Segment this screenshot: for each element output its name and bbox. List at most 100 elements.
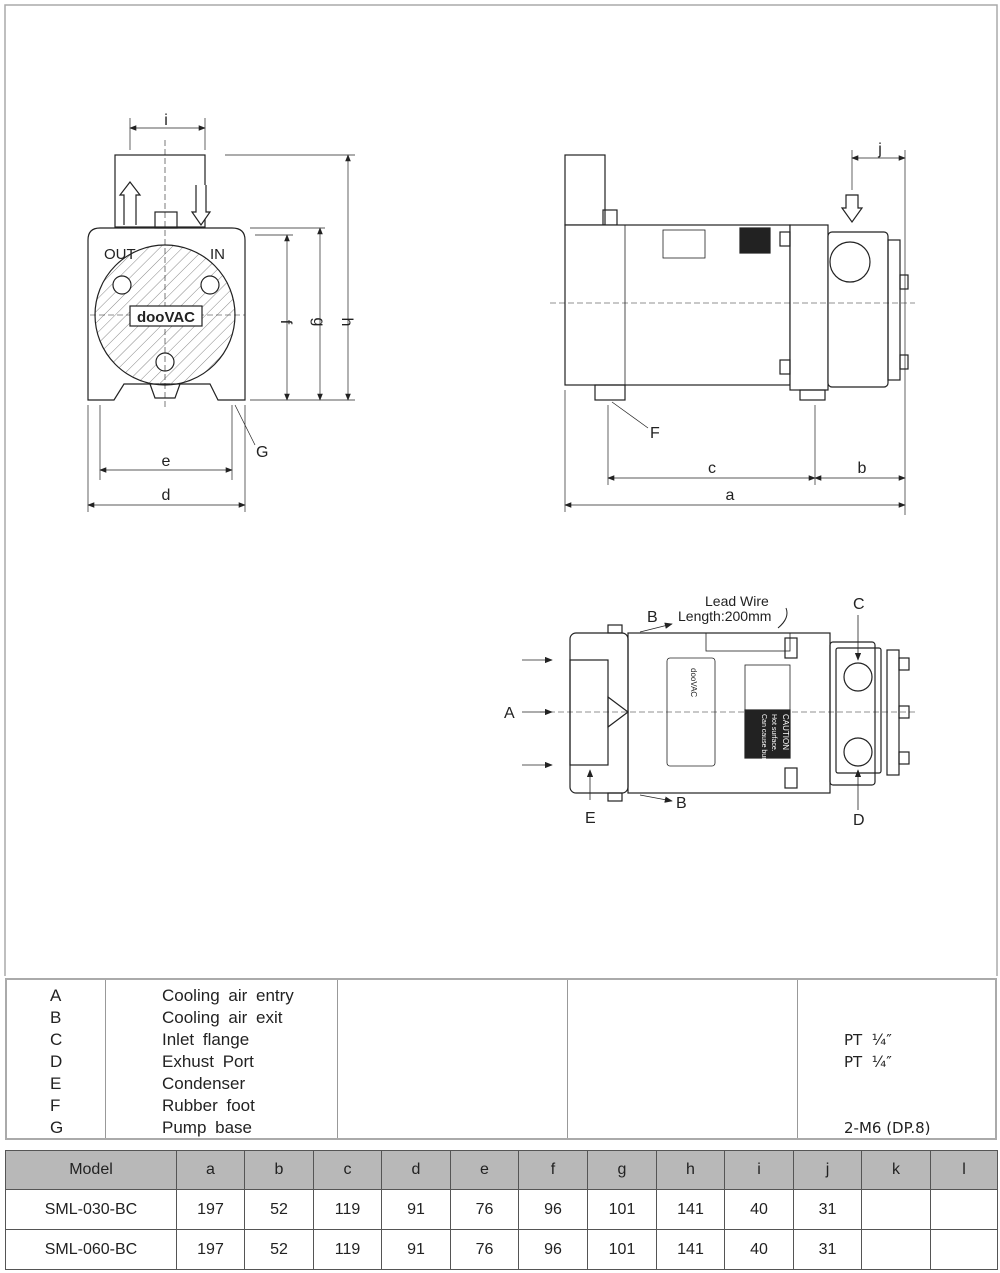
callout-g: G	[256, 444, 268, 461]
table-cell: 52	[244, 1229, 314, 1270]
legend-row: G Pump base 2-M6 (DP.8)	[7, 1117, 995, 1139]
column-header: b	[244, 1150, 314, 1190]
table-cell: 96	[518, 1229, 588, 1270]
model-cell: SML-060-BC	[5, 1229, 177, 1270]
legend-rows: A Cooling air entry B Cooling air exit C…	[7, 985, 995, 1139]
technical-drawing: dooVAC OUT IN i h g f e d G j c b a F	[4, 4, 998, 976]
table-cell	[861, 1229, 931, 1270]
legend-table: A Cooling air entry B Cooling air exit C…	[5, 978, 997, 1140]
legend-row: E Condenser	[7, 1073, 995, 1095]
column-header: f	[518, 1150, 588, 1190]
table-cell: 52	[244, 1189, 314, 1230]
callout-e: E	[585, 810, 596, 827]
legend-divider	[567, 980, 568, 1138]
dim-f: f	[277, 320, 294, 325]
column-header: j	[793, 1150, 862, 1190]
dim-g: g	[310, 318, 327, 327]
brand-logo-top: dooVAC	[689, 668, 698, 697]
legend-desc: Pump base	[162, 1118, 252, 1137]
table-cell: 31	[793, 1229, 862, 1270]
brand-logo-front: dooVAC	[137, 309, 195, 326]
table-cell: 141	[656, 1189, 725, 1230]
callout-d: D	[853, 812, 865, 829]
callout-b-top: B	[647, 609, 658, 626]
top-view	[522, 607, 915, 810]
legend-key: D	[50, 1052, 63, 1071]
dim-e: e	[162, 453, 171, 470]
dim-d: d	[162, 487, 171, 504]
table-cell: 197	[176, 1229, 245, 1270]
side-view	[550, 150, 915, 515]
dim-j: j	[877, 141, 882, 158]
column-header: g	[587, 1150, 657, 1190]
table-cell: 119	[313, 1229, 382, 1270]
dim-h: h	[338, 318, 355, 327]
legend-spec: 2-M6 (DP.8)	[844, 1119, 931, 1137]
lead-wire-length: Length:200mm	[678, 608, 771, 624]
legend-desc: Rubber foot	[162, 1096, 255, 1115]
table-cell: 91	[381, 1189, 451, 1230]
legend-divider	[797, 980, 798, 1138]
callout-b-bottom: B	[676, 795, 687, 812]
table-cell: 40	[724, 1189, 794, 1230]
table-cell	[930, 1229, 998, 1270]
column-header: e	[450, 1150, 519, 1190]
table-cell: 101	[587, 1229, 657, 1270]
table-row: SML-060-BC 197 52 119 91 76 96 101 141 4…	[5, 1229, 998, 1270]
legend-desc: Cooling air entry	[162, 986, 294, 1005]
legend-spec: PT ¼″	[844, 1031, 892, 1049]
dimensions-table: Model a b c d e f g h i j k l SML-030-BC…	[5, 1150, 998, 1270]
dim-c: c	[708, 460, 716, 477]
legend-key: E	[50, 1074, 62, 1093]
legend-key: A	[50, 986, 62, 1005]
table-cell: 141	[656, 1229, 725, 1270]
callout-a: A	[504, 705, 515, 722]
table-cell: 76	[450, 1189, 519, 1230]
column-header: i	[724, 1150, 794, 1190]
model-cell: SML-030-BC	[5, 1189, 177, 1230]
dim-b: b	[858, 460, 867, 477]
column-header: c	[313, 1150, 382, 1190]
table-cell: 31	[793, 1189, 862, 1230]
legend-row: B Cooling air exit	[7, 1007, 995, 1029]
lead-wire-label: Lead Wire	[705, 593, 769, 609]
dim-i: i	[164, 112, 168, 129]
table-header-row: Model a b c d e f g h i j k l	[5, 1150, 998, 1190]
drawing-frame	[4, 4, 998, 976]
legend-row: A Cooling air entry	[7, 985, 995, 1007]
table-cell	[930, 1189, 998, 1230]
column-header: d	[381, 1150, 451, 1190]
legend-key: F	[50, 1096, 61, 1115]
column-header: Model	[5, 1150, 177, 1190]
table-cell: 91	[381, 1229, 451, 1270]
caution-title: CAUTION	[781, 714, 790, 750]
legend-desc: Exhust Port	[162, 1052, 254, 1071]
front-view	[87, 118, 355, 512]
table-row: SML-030-BC 197 52 119 91 76 96 101 141 4…	[5, 1189, 998, 1230]
dim-a: a	[726, 487, 735, 504]
label-in: IN	[210, 246, 225, 263]
legend-row: F Rubber foot	[7, 1095, 995, 1117]
legend-key: G	[50, 1118, 64, 1137]
label-out: OUT	[104, 246, 136, 263]
legend-key: B	[50, 1008, 62, 1027]
legend-divider	[337, 980, 338, 1138]
column-header: a	[176, 1150, 245, 1190]
table-cell: 101	[587, 1189, 657, 1230]
callout-c: C	[853, 596, 865, 613]
legend-key: C	[50, 1030, 63, 1049]
legend-row: C Inlet flange PT ¼″	[7, 1029, 995, 1051]
table-cell: 76	[450, 1229, 519, 1270]
table-cell: 40	[724, 1229, 794, 1270]
callout-f: F	[650, 425, 660, 442]
table-cell: 119	[313, 1189, 382, 1230]
table-cell: 197	[176, 1189, 245, 1230]
legend-spec: PT ¼″	[844, 1053, 892, 1071]
caution-line1: Hot surface.	[770, 714, 777, 752]
caution-line2: Can cause burns.	[760, 714, 767, 769]
legend-desc: Inlet flange	[162, 1030, 250, 1049]
legend-desc: Cooling air exit	[162, 1008, 283, 1027]
legend-divider	[105, 980, 106, 1138]
column-header: l	[930, 1150, 998, 1190]
legend-row: D Exhust Port PT ¼″	[7, 1051, 995, 1073]
